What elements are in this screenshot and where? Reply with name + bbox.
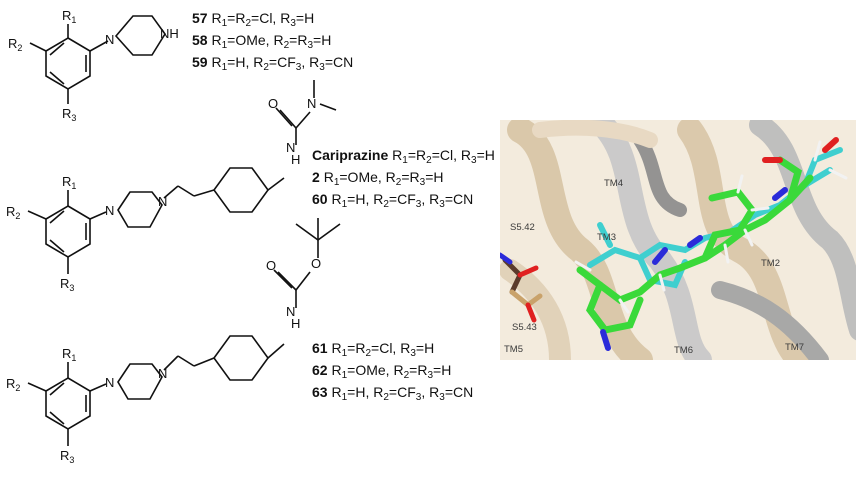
n-label: N: [105, 203, 114, 218]
r3-label: R3: [60, 448, 74, 465]
r2-label: R2: [6, 376, 20, 393]
r1-label: R1: [62, 8, 76, 25]
n-label: N: [105, 32, 114, 47]
nh-label: NH: [160, 26, 179, 41]
tm4-label: TM4: [604, 178, 623, 189]
caption-61: 61 R1=R2=Cl, R3=H: [312, 340, 435, 359]
caption-block-3: 61 R1=R2=Cl, R3=H 62 R1=OMe, R2=R3=H 63 …: [312, 340, 473, 406]
caption-cariprazine: Cariprazine R1=R2=Cl, R3=H: [312, 147, 495, 166]
h-label: H: [291, 316, 300, 331]
nh-label: N: [286, 140, 295, 155]
structure-urea: R1 R2 R3 N N N H O N: [6, 80, 337, 293]
caption-block-2: Cariprazine R1=R2=Cl, R3=H 2 R1=OMe, R2=…: [312, 147, 495, 213]
s543-label: S5.43: [512, 322, 537, 333]
tm2-label: TM2: [761, 258, 780, 269]
docking-panel: TM4 S5.42 TM3 TM2 S5.43 TM5 TM6 TM7: [500, 120, 856, 360]
n-label: N: [158, 366, 167, 381]
r2-label: R2: [6, 204, 20, 221]
r3-label: R3: [62, 106, 76, 123]
caption-63: 63 R1=H, R2=CF3, R3=CN: [312, 384, 474, 403]
r3-label: R3: [60, 276, 74, 293]
structure-arylpiperazine: R1 R2 R3 N NH: [8, 8, 179, 123]
n-label: N: [307, 96, 316, 111]
o-label: O: [311, 256, 321, 271]
s542-label: S5.42: [510, 222, 535, 233]
tm7-label: TM7: [785, 342, 804, 353]
n-label: N: [158, 194, 167, 209]
tm6-label: TM6: [674, 345, 693, 356]
r1-label: R1: [62, 174, 76, 191]
caption-2: 2 R1=OMe, R2=R3=H: [312, 169, 444, 188]
h-label: H: [291, 152, 300, 167]
tm3-label: TM3: [597, 232, 616, 243]
tm5-label: TM5: [504, 344, 523, 355]
n-label: N: [105, 375, 114, 390]
r2-label: R2: [8, 36, 22, 53]
caption-57: 57 R1=R2=Cl, R3=H: [192, 10, 315, 29]
caption-block-1: 57 R1=R2=Cl, R3=H 58 R1=OMe, R2=R3=H 59 …: [192, 10, 353, 76]
caption-58: 58 R1=OMe, R2=R3=H: [192, 32, 332, 51]
nh-label: N: [286, 304, 295, 319]
r1-label: R1: [62, 346, 76, 363]
o-label: O: [268, 96, 278, 111]
o-label: O: [266, 258, 276, 273]
caption-60: 60 R1=H, R2=CF3, R3=CN: [312, 191, 474, 210]
caption-62: 62 R1=OMe, R2=R3=H: [312, 362, 452, 381]
caption-59: 59 R1=H, R2=CF3, R3=CN: [192, 54, 354, 73]
structure-carbamate: R1 R2 R3 N N N H O O: [6, 218, 341, 465]
